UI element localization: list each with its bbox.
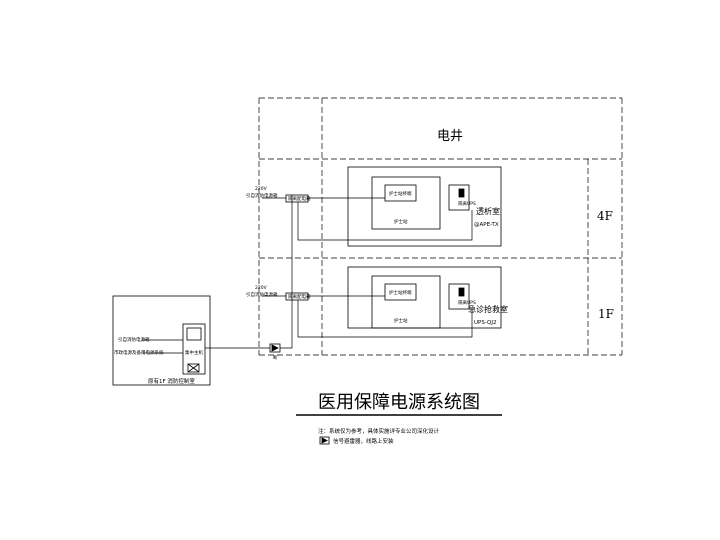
floor1-terminal: [384, 283, 417, 301]
host-panel: [182, 323, 206, 375]
floor1-supply-note: 引自消防电源箱: [246, 291, 278, 298]
control-room-label: 原有1F 消防控制室: [148, 377, 195, 385]
control-input-1: 引自消防电源箱: [118, 336, 150, 343]
dashed-zone-grid: [258, 97, 623, 356]
legend-breaker-symbol: [319, 436, 330, 445]
note-line-1: 注：系统仅为参考，具体实施详专业公司深化设计: [318, 427, 440, 435]
floor4-panel: [285, 194, 309, 203]
floor4-terminal: [384, 184, 417, 202]
floor1-room-code: UPS-QJ2: [474, 320, 496, 326]
host-alarm: [187, 363, 200, 373]
floor4-station-box: [371, 176, 441, 230]
floor-1f-label: 1F: [598, 307, 614, 321]
floor4-ups-label: 隔离UPS: [458, 200, 476, 207]
floor4-ups-inner: [458, 188, 465, 198]
floor4-equipment: [285, 166, 502, 247]
note-line-2: 信号避雷器，线路上安装: [333, 437, 394, 445]
floor1-ups-label: 隔离UPS: [458, 299, 476, 306]
floor-4f-label: 4F: [597, 209, 613, 223]
floor1-voltage: 220V: [255, 285, 268, 291]
wiring: [142, 195, 473, 354]
floor1-station-box: [371, 275, 441, 329]
floor1-ups-inner: [458, 287, 465, 297]
floor1-room-name: 急诊抢救室: [468, 304, 508, 314]
floor1-terminal-label: 护士站终端: [389, 289, 412, 296]
floor4-supply-note: 引自消防电源箱: [246, 192, 278, 199]
floor1-panel: [285, 292, 309, 301]
breaker-symbol: [269, 343, 281, 353]
control-room-box: [112, 295, 211, 386]
floor4-terminal-label: 护士站终端: [389, 190, 412, 197]
floor1-equipment: [285, 266, 502, 329]
floor4-voltage: 220V: [255, 186, 268, 192]
floor4-ups-box: [448, 184, 470, 211]
control-room: [112, 295, 211, 386]
floor4-station-label: 护士站: [394, 218, 408, 225]
floor4-room-code: @APE-TX: [474, 222, 499, 228]
control-input-2: 市政电源及备用电源系统: [114, 349, 164, 356]
host-screen: [186, 327, 202, 341]
floor4-room-name: 透析室: [476, 206, 500, 216]
floor4-panel-label: 隔离配电箱: [288, 195, 311, 202]
floor4-room-box: [347, 166, 502, 247]
floor1-panel-label: 隔离配电箱: [288, 293, 311, 300]
floor1-station-label: 护士站: [394, 317, 408, 324]
page-title: 医用保障电源系统图: [318, 392, 480, 413]
floor1-ups-box: [448, 283, 470, 310]
shaft-label: 电井: [437, 129, 463, 144]
control-host-label: 集中主机: [185, 349, 203, 356]
breaker-label: 断: [273, 354, 278, 361]
